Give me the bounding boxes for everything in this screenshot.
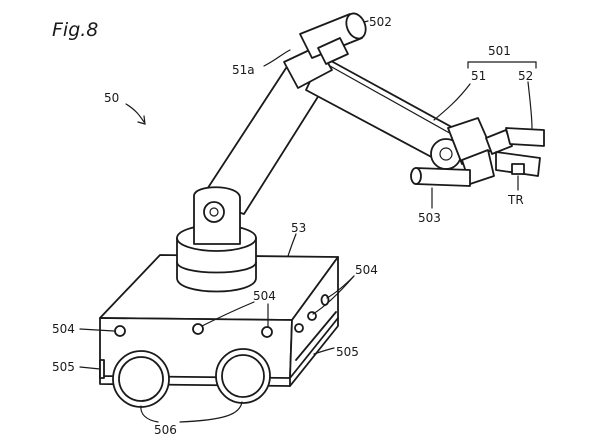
front-sensor-center xyxy=(192,323,204,335)
label-505-left: 505 xyxy=(52,360,75,374)
label-51: 51 xyxy=(471,69,486,83)
leader-51 xyxy=(433,83,471,121)
label-51a: 51a xyxy=(232,63,255,77)
leader-506-left xyxy=(140,405,159,423)
leader-504-right-b xyxy=(312,275,355,315)
turret-ring xyxy=(176,261,257,274)
turret-cylinder xyxy=(176,237,257,293)
top-joint xyxy=(283,12,367,89)
upper-arm-edge xyxy=(329,65,463,141)
wheel-left-inner xyxy=(118,356,164,402)
side-sensor-1 xyxy=(294,323,304,333)
bracket-501 xyxy=(467,61,537,69)
reference-labels: 50 51a 502 501 51 52 503 TR 53 504 504 5… xyxy=(52,15,533,437)
side-bumper xyxy=(295,311,337,361)
leader-lines xyxy=(79,20,537,423)
leader-504-front-a xyxy=(201,301,255,327)
label-504-front: 504 xyxy=(253,289,276,303)
leader-502 xyxy=(363,20,369,23)
label-504-right: 504 xyxy=(355,263,378,277)
label-501: 501 xyxy=(488,44,511,58)
leader-504-left xyxy=(79,328,115,332)
leader-52 xyxy=(527,81,533,129)
leader-51a xyxy=(263,49,291,67)
front-sensor-right xyxy=(261,326,273,338)
label-tr: TR xyxy=(507,193,524,207)
body-side-bottom xyxy=(289,317,339,387)
label-503: 503 xyxy=(418,211,441,225)
joint-502-cap xyxy=(345,12,367,40)
leader-506-right xyxy=(179,401,243,423)
label-505-right: 505 xyxy=(336,345,359,359)
figure-title: Fig.8 xyxy=(52,19,98,41)
target-tr xyxy=(511,163,525,175)
label-52: 52 xyxy=(518,69,533,83)
lower-arm xyxy=(193,61,327,245)
joint-51a-block xyxy=(283,45,333,89)
label-504-left: 504 xyxy=(52,322,75,336)
tool-tip xyxy=(410,167,422,185)
wheel-right-inner xyxy=(221,354,265,398)
wrist xyxy=(410,117,495,187)
hand xyxy=(485,127,545,177)
left-bumper xyxy=(99,359,105,379)
leader-50 xyxy=(125,103,145,123)
label-506: 506 xyxy=(154,423,177,437)
label-502: 502 xyxy=(369,15,392,29)
shoulder-joint xyxy=(203,201,225,223)
leader-505-side xyxy=(313,347,335,355)
leader-50-arrowhead xyxy=(137,115,146,125)
label-53: 53 xyxy=(291,221,306,235)
leader-53 xyxy=(287,233,297,257)
leader-505-left xyxy=(79,366,101,370)
elbow-pin xyxy=(439,147,453,161)
shoulder-pin xyxy=(209,207,219,217)
upper-finger xyxy=(505,127,545,147)
wheels xyxy=(112,348,271,408)
hand-body xyxy=(485,129,513,155)
joint-connector xyxy=(317,37,349,65)
tool-503 xyxy=(415,167,471,187)
front-sensor-left xyxy=(114,325,126,337)
body-bottom-strip xyxy=(99,375,291,387)
label-robot-50: 50 xyxy=(104,91,119,105)
